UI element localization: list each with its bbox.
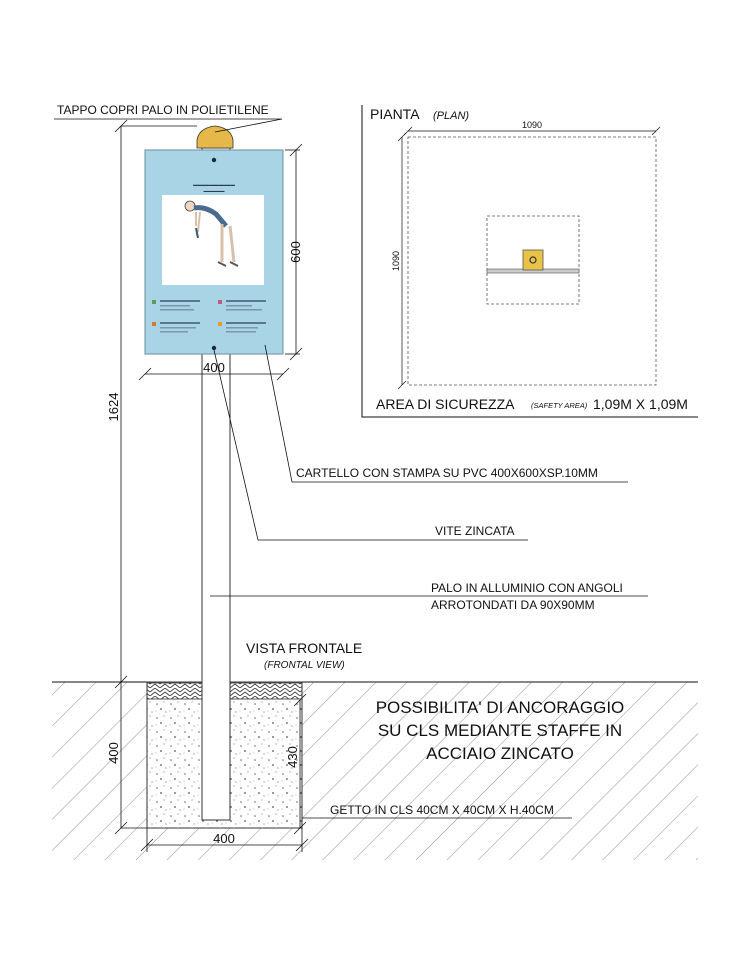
- sign-screw-bottom: [211, 345, 217, 351]
- label-pole-2: ARROTONDATI DA 90X90MM: [431, 598, 595, 612]
- plan-dim-height: 1090: [391, 251, 401, 271]
- plan-post-center: [529, 256, 537, 264]
- plan-title: PIANTA: [370, 106, 420, 122]
- sign-panel: ▬▬▬▬▬▬▬▬▬▬ ▬▬▬▬▬▬: [144, 149, 284, 355]
- safety-area-label-en: (SAFETY AREA): [531, 401, 588, 410]
- dimension-lines: [114, 119, 309, 852]
- label-pole-1: PALO IN ALLUMINIO CON ANGOLI: [431, 581, 623, 595]
- safety-area-label: AREA DI SICUREZZA: [376, 396, 515, 412]
- pole-cap: [196, 125, 234, 149]
- safety-area-outline: [407, 136, 657, 386]
- plan-title-en: (PLAN): [433, 110, 469, 122]
- dim-sign-width: 400: [203, 360, 225, 375]
- label-sign: CARTELLO CON STAMPA SU PVC 400X600XSP.10…: [296, 466, 598, 480]
- dim-pole-burial: 430: [285, 746, 300, 768]
- sign-screw-top: [211, 157, 217, 163]
- plan-dim-width: 1090: [522, 120, 542, 130]
- label-frontal-view: VISTA FRONTALE: [246, 640, 362, 656]
- sign-instructions: [152, 300, 266, 333]
- sign-picture: [162, 195, 264, 285]
- plan-post: [522, 249, 544, 271]
- dim-sign-height: 600: [288, 241, 303, 263]
- label-cap: TAPPO COPRI PALO IN POLIETILENE: [57, 103, 269, 117]
- inner-area-outline: [486, 215, 580, 305]
- label-anchoring-3: ACCIAIO ZINCATO: [426, 744, 574, 763]
- label-screw: VITE ZINCATA: [435, 524, 515, 538]
- label-frontal-view-en: (FRONTAL VIEW): [264, 660, 345, 671]
- plan-frame: [361, 105, 698, 418]
- paving-right: [229, 682, 303, 700]
- paving-left: [146, 682, 203, 700]
- dim-foundation-depth: 400: [106, 742, 121, 764]
- label-concrete: GETTO IN CLS 40CM X 40CM X H.40CM: [330, 803, 554, 817]
- sign-heading-graphic: ▬▬▬▬▬▬▬▬▬▬: [193, 182, 236, 187]
- dim-total-height: 1624: [106, 393, 121, 422]
- sign-subheading-graphic: ▬▬▬▬▬▬: [204, 189, 226, 193]
- plan-view: [361, 105, 698, 418]
- label-anchoring-1: POSSIBILITA' DI ANCORAGGIO: [376, 698, 625, 717]
- dim-foundation-width: 400: [213, 831, 235, 846]
- safety-area-value: 1,09M X 1,09M: [593, 396, 688, 412]
- label-anchoring-2: SU CLS MEDIANTE STAFFE IN: [378, 721, 622, 740]
- exercise-figure: [184, 200, 239, 267]
- leader-lines: [54, 118, 648, 819]
